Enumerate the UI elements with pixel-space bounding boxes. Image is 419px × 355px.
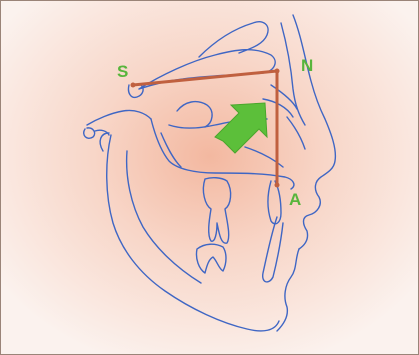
nasion-point bbox=[275, 69, 280, 74]
a-point bbox=[275, 183, 280, 188]
label-s: S bbox=[117, 62, 128, 81]
sella-point bbox=[131, 83, 136, 88]
label-a: A bbox=[289, 190, 301, 209]
label-n: N bbox=[301, 56, 313, 75]
